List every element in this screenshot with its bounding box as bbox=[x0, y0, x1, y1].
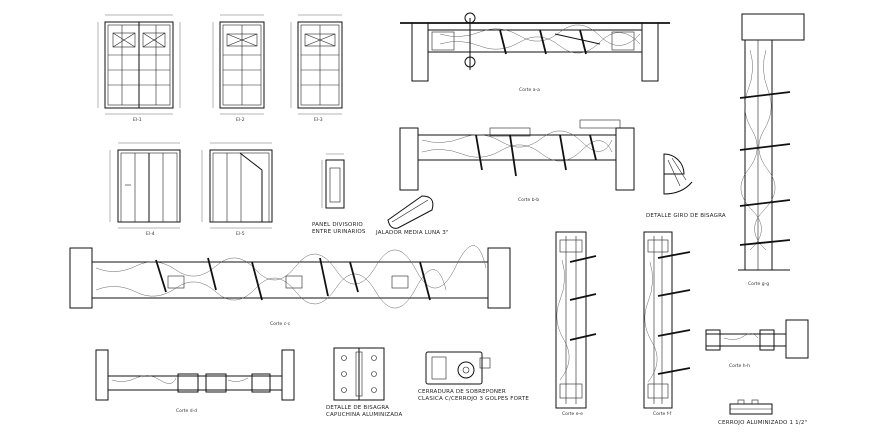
jalador-detail bbox=[387, 195, 434, 229]
elevation-el-1 bbox=[97, 14, 181, 115]
section-corte-ff bbox=[643, 231, 691, 409]
section-vertical-right bbox=[738, 13, 805, 271]
section-corte-dd bbox=[95, 349, 295, 401]
note-panel-divisorio: PANEL DIVISORIO ENTRE URINARIOS bbox=[312, 222, 366, 235]
elevation-el-2 bbox=[212, 14, 265, 115]
note-cerrojo: CERROJO ALUMINIZADO 1 1/2" bbox=[718, 420, 808, 426]
cerrojo-detail bbox=[729, 399, 773, 415]
bisagra-plate-detail bbox=[333, 347, 385, 401]
section-corte-cc bbox=[69, 245, 511, 309]
bisagra-swing-detail bbox=[663, 153, 693, 195]
caption-corte-aa: Corte a-a bbox=[519, 88, 540, 93]
section-corte-bb bbox=[399, 119, 635, 191]
note-cerradura: CERRADURA DE SOBREPONER CLASICA C/CERROJ… bbox=[418, 389, 529, 402]
section-corte-aa bbox=[400, 12, 670, 82]
caption-corte-ff: Corte f-f bbox=[653, 412, 672, 417]
cerradura-detail bbox=[425, 351, 491, 385]
elevation-el-4 bbox=[109, 142, 181, 229]
caption-corte-gg: Corte g-g bbox=[748, 282, 770, 287]
note-cerradura-line-2: CLASICA C/CERROJO 3 GOLPES FORTE bbox=[418, 395, 530, 402]
caption-el-2: El-2 bbox=[236, 118, 245, 123]
note-detalle-bisagra-line-1: DETALLE DE BISAGRA bbox=[326, 405, 390, 411]
note-panel-divisorio-line-2: ENTRE URINARIOS bbox=[312, 228, 366, 235]
note-panel-divisorio-line-1: PANEL DIVISORIO bbox=[312, 222, 363, 228]
caption-corte-bb: Corte b-b bbox=[518, 198, 540, 203]
caption-el-3: El-3 bbox=[314, 118, 323, 123]
caption-el-5: El-5 bbox=[236, 232, 245, 237]
note-cerradura-line-1: CERRADURA DE SOBREPONER bbox=[418, 389, 506, 395]
caption-el-4: El-4 bbox=[146, 232, 155, 237]
elevation-el-3 bbox=[290, 14, 343, 115]
note-detalle-bisagra-line-2: CAPUCHINA ALUMINIZADA bbox=[326, 411, 403, 418]
note-detalle-giro: DETALLE GIRO DE BISAGRA bbox=[646, 213, 726, 219]
panel-divisorio-detail bbox=[321, 153, 345, 209]
caption-corte-ee: Corte e-e bbox=[562, 412, 583, 417]
caption-corte-hh: Corte h-h bbox=[729, 364, 751, 369]
caption-el-1: El-1 bbox=[133, 118, 142, 123]
note-detalle-bisagra: DETALLE DE BISAGRA CAPUCHINA ALUMINIZADA bbox=[326, 405, 402, 418]
section-corte-hh bbox=[705, 319, 809, 359]
caption-corte-dd: Corte d-d bbox=[176, 409, 198, 414]
note-jalador: JALADOR MEDIA LUNA 3" bbox=[376, 230, 449, 236]
section-corte-ee bbox=[555, 231, 597, 409]
elevation-el-5 bbox=[201, 142, 273, 229]
caption-corte-cc: Corte c-c bbox=[270, 322, 291, 327]
